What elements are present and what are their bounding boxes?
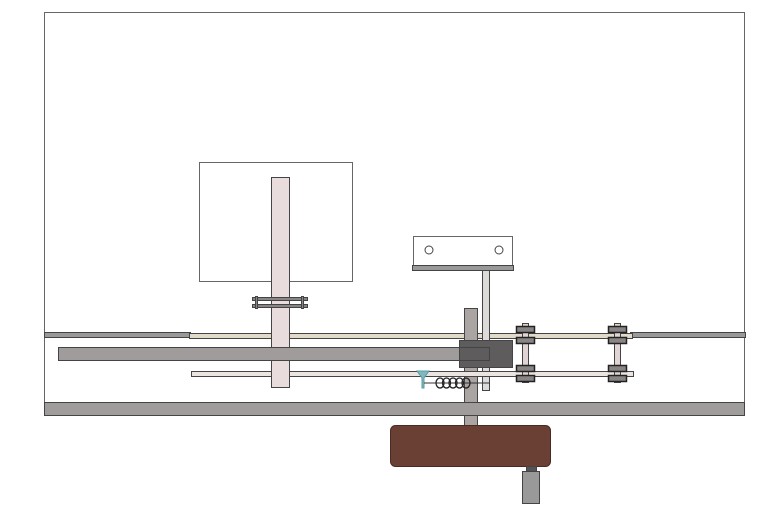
spring-coil (448, 377, 458, 389)
nozzle-icon (416, 370, 430, 389)
motor-body (390, 425, 551, 467)
beige-bar (189, 333, 633, 339)
vertical-shaft (271, 177, 290, 388)
bracket-hole-right (494, 245, 504, 255)
top-rail-left (44, 332, 191, 338)
clamp-block (515, 374, 536, 383)
lower-thin-bar (191, 371, 634, 377)
top-rail-right (630, 332, 746, 338)
clamp-block (607, 364, 628, 373)
bracket-base (412, 265, 514, 271)
clamp-block (607, 374, 628, 383)
spring-coil (454, 377, 465, 389)
clamp-block (607, 336, 628, 345)
bracket-hole-left (424, 245, 434, 255)
motor-coupling (526, 466, 537, 472)
slide-block (459, 340, 513, 368)
clamps (515, 325, 628, 383)
motor-shaft-housing (522, 471, 540, 504)
spring (435, 377, 471, 389)
clamp-block (515, 336, 536, 345)
spring-coil (441, 377, 452, 389)
spring-coil (461, 377, 471, 389)
clamp-rods (522, 323, 621, 383)
thin-vertical-rod (482, 257, 490, 391)
bottom-rail (44, 402, 745, 416)
spring-coil (435, 377, 445, 389)
clamp-block (515, 364, 536, 373)
shaft-clip (252, 296, 308, 309)
slide-bar-end (58, 347, 490, 361)
main-slide-bar (58, 347, 490, 361)
clamp-block (607, 325, 628, 334)
clamp-block (515, 325, 536, 334)
